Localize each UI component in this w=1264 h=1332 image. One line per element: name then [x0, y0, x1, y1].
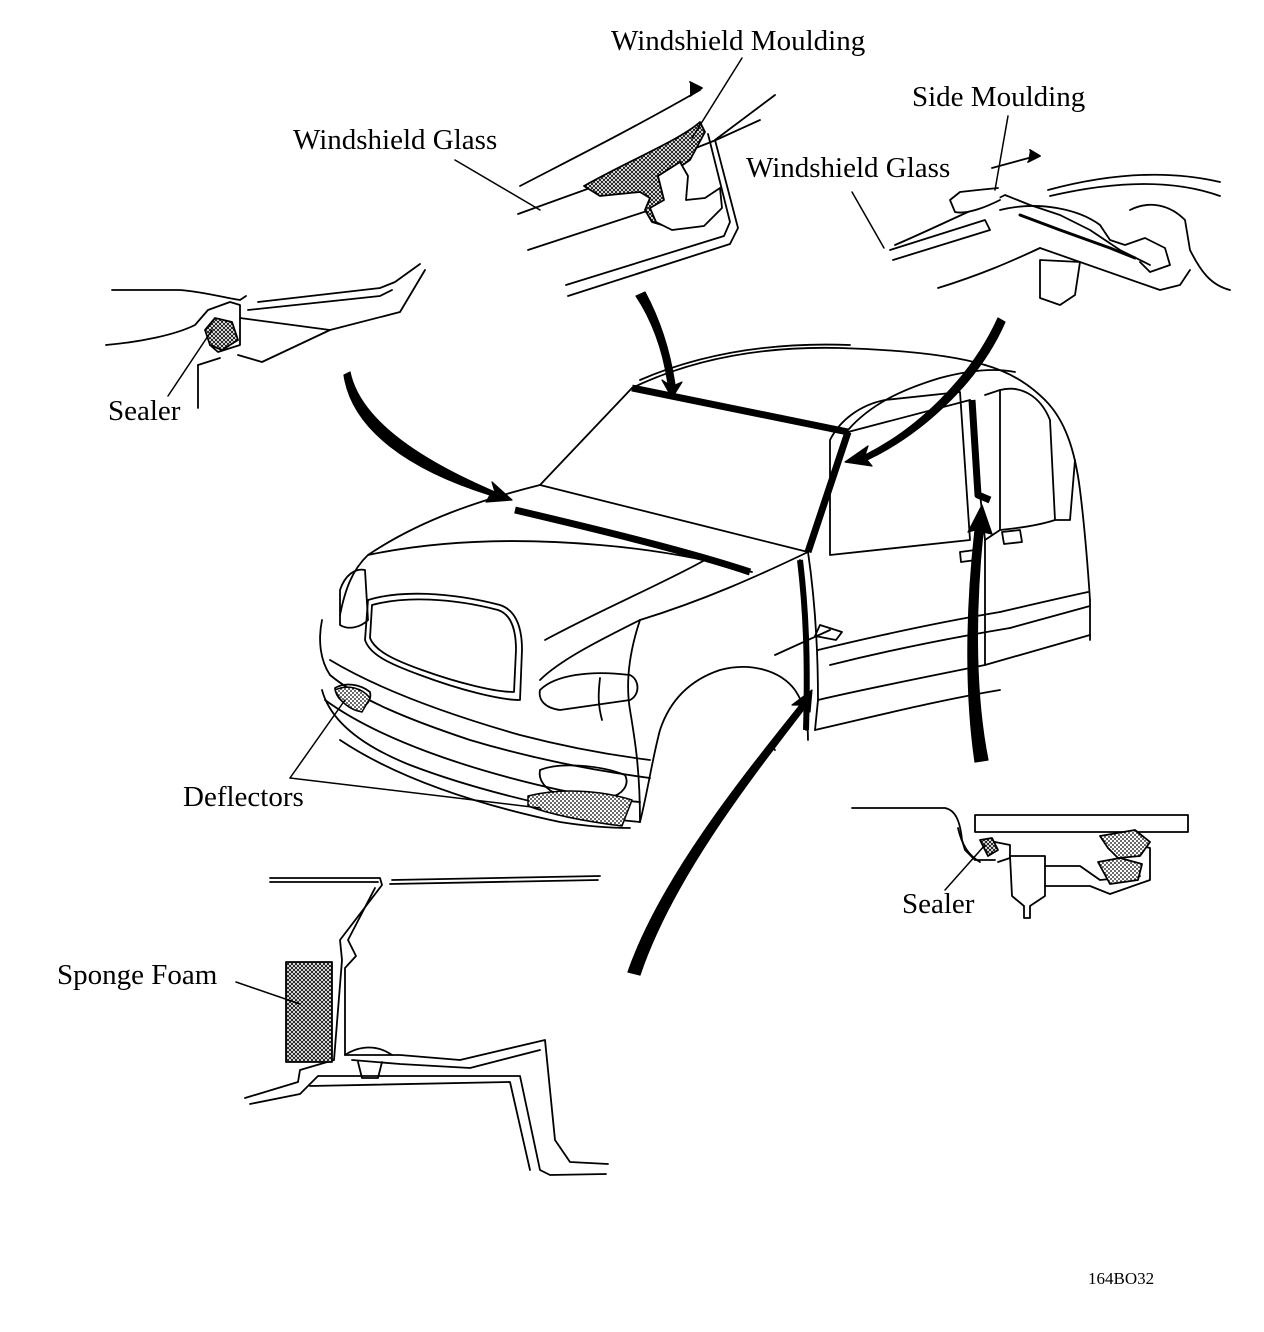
- label-windshield-glass-right: Windshield Glass: [746, 152, 951, 184]
- big-arrows: [344, 292, 1005, 975]
- windshield-moulding-leaders: [455, 58, 742, 210]
- sealer-bottom-leader: [945, 845, 985, 890]
- sponge-foam-inset: [245, 876, 608, 1175]
- deflector-hatch: [335, 687, 632, 826]
- figure-code: 164BO32: [1088, 1269, 1155, 1288]
- label-windshield-glass-left: Windshield Glass: [293, 124, 498, 156]
- sponge-foam-leader: [236, 982, 300, 1004]
- label-side-moulding: Side Moulding: [912, 81, 1086, 113]
- label-sealer-bottom: Sealer: [902, 888, 975, 920]
- deflectors-leaders: [290, 700, 540, 808]
- seal-strips: [515, 388, 990, 572]
- label-deflectors: Deflectors: [183, 781, 304, 813]
- side-moulding-inset: [890, 150, 1230, 305]
- label-windshield-moulding: Windshield Moulding: [611, 25, 866, 57]
- label-sealer-top: Sealer: [108, 395, 181, 427]
- sealer-top-inset: [106, 264, 425, 408]
- label-sponge-foam: Sponge Foam: [57, 959, 218, 991]
- sealer-top-leader: [168, 330, 212, 396]
- side-moulding-leaders: [852, 116, 1008, 248]
- sealer-bottom-inset: [852, 808, 1188, 918]
- windshield-moulding-inset: [518, 82, 775, 296]
